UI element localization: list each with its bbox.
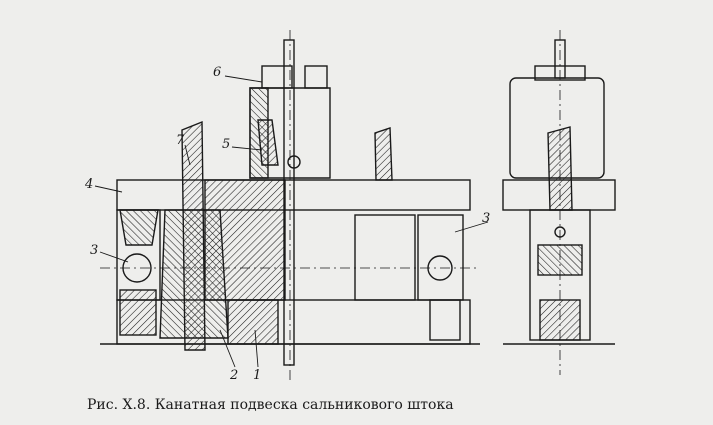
label-2: 2 [230, 368, 239, 383]
label-4: 4 [85, 177, 94, 192]
label-3-right: 3 [482, 211, 491, 226]
label-6: 6 [213, 65, 222, 80]
side-view [502, 30, 616, 375]
figure-caption: Рис. X.8. Канатная подвеска сальникового… [87, 397, 454, 413]
label-5: 5 [222, 137, 231, 152]
label-7: 7 [176, 133, 185, 148]
label-3-left: 3 [90, 243, 99, 258]
front-view [94, 30, 489, 380]
label-1: 1 [253, 368, 262, 383]
